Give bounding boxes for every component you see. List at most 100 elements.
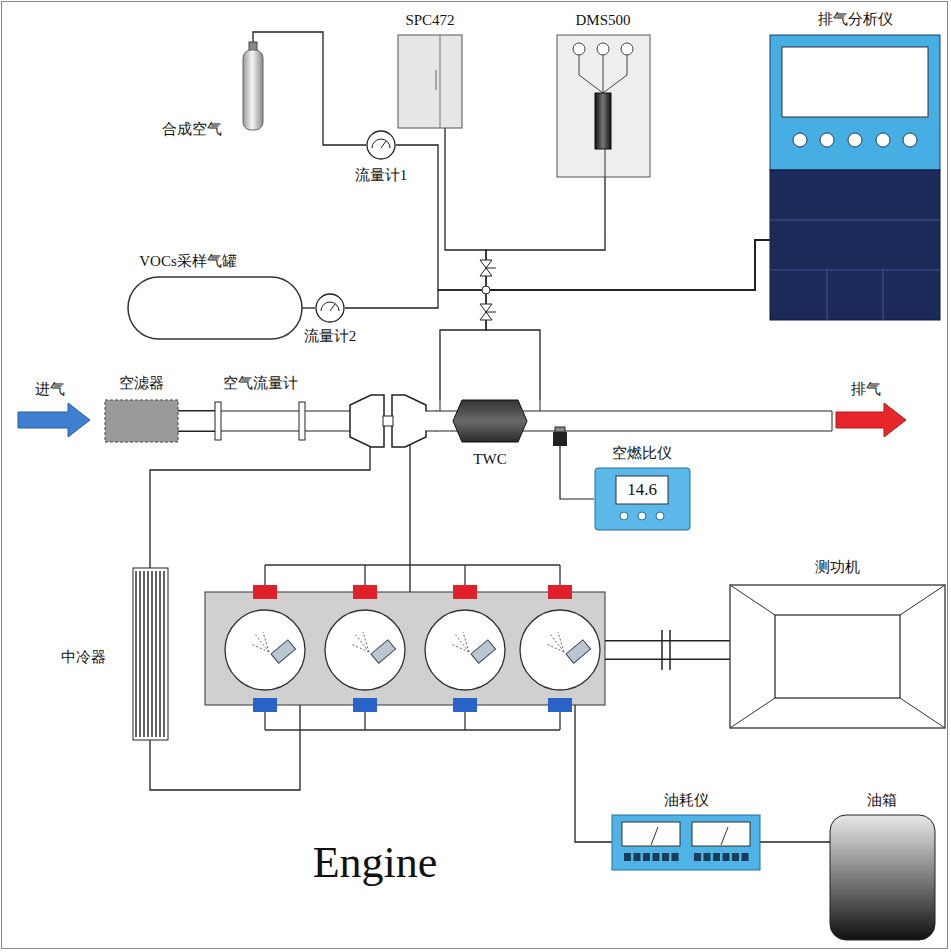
panel-divider: [770, 220, 940, 221]
engine-block: [205, 592, 605, 705]
node-shape: [215, 402, 305, 440]
equipment-label: SPC472: [405, 11, 454, 29]
node-outline: [242, 42, 264, 130]
intake-port: [453, 698, 477, 712]
fuel-spray: [550, 634, 564, 652]
manifold-runner: [364, 565, 365, 585]
pipe-wall: [305, 411, 353, 412]
cabinet-body: [398, 35, 462, 128]
cooler-fin: [155, 571, 156, 737]
sensor-cap: [555, 427, 565, 432]
outlet-tube: [605, 149, 606, 177]
key-cell: [662, 853, 669, 861]
node-shape: [367, 131, 395, 159]
port-circle: [597, 43, 609, 55]
analyzer-button: [793, 133, 807, 147]
node-outline: [205, 592, 605, 705]
line-connector: [486, 240, 770, 400]
housing-edge: [730, 585, 775, 615]
intake-arrow: [18, 403, 90, 437]
panel-divider: [883, 270, 884, 320]
pipe-wall: [305, 431, 353, 432]
equipment-node: 合成空气: [242, 42, 264, 130]
equipment-label: TWC: [473, 450, 506, 468]
key-cell: [672, 853, 679, 861]
door-handle: [436, 70, 437, 90]
manifold-runner: [264, 712, 265, 730]
fuel-spray: [546, 644, 564, 652]
node-shape: [205, 585, 605, 712]
sample-tap: [440, 400, 441, 411]
node-outline: [128, 277, 302, 339]
analyzer-button: [820, 133, 834, 147]
cylinder: [425, 610, 505, 690]
analyzer-button: [876, 133, 890, 147]
dyno-core: [775, 615, 900, 698]
gas-bottle: [243, 50, 263, 130]
analyzer-button: [903, 133, 917, 147]
coupling-flange: [661, 630, 663, 670]
fuel-spray: [351, 644, 369, 652]
analyzer-button: [848, 133, 862, 147]
sensor-lead: [560, 446, 594, 499]
node-shape: [436, 400, 544, 442]
valve-stem: [486, 312, 496, 313]
dial-arc: [372, 139, 390, 148]
housing-edge: [900, 698, 945, 728]
equipment-node: 中冷器: [133, 568, 168, 740]
equipment-label: 流量计1: [355, 166, 408, 184]
manifold-rail: [265, 729, 560, 730]
node-outline: [730, 585, 945, 728]
node-shape: [133, 568, 168, 740]
sample-tap: [540, 400, 541, 411]
pipe-connector: [178, 410, 215, 432]
node-outline: [105, 400, 178, 442]
manifold-runner: [364, 712, 365, 730]
fuel-injector: [271, 640, 296, 663]
flowmeter-dial: [316, 294, 344, 322]
fuel-spray: [355, 634, 369, 652]
equipment-label: 空燃比仪: [612, 444, 672, 462]
fuel-injector: [566, 640, 591, 663]
gauge-needle: [721, 827, 728, 845]
valve-stem: [486, 268, 496, 269]
line-connector: [150, 705, 300, 790]
equipment-node: SPC472: [398, 35, 462, 128]
fuel-tank: [830, 815, 935, 940]
compressor: [350, 395, 384, 447]
manifold-runner: [464, 565, 465, 585]
analyzer-top: [770, 35, 940, 170]
fuel-injector: [471, 640, 496, 663]
pipe-fill: [215, 411, 305, 431]
equipment-node: 测功机: [730, 585, 945, 728]
dial-needle: [330, 304, 335, 311]
catalyst-body: [453, 400, 527, 442]
flowmeter-dial: [367, 131, 395, 159]
equipment-label: VOCs采样气罐: [139, 252, 237, 270]
cooler-fin: [147, 571, 148, 737]
equipment-label: Engine: [313, 837, 438, 890]
flow-label: 进气: [35, 380, 65, 398]
sampling-valves: [480, 260, 496, 320]
line-connector: [253, 32, 366, 145]
manifold-runner: [559, 712, 560, 730]
cooler-fin: [151, 571, 152, 737]
key-cell: [713, 853, 720, 861]
afr-button: [638, 512, 646, 520]
node-shape: [730, 585, 945, 728]
manifold-runner: [464, 712, 465, 730]
node-outline: [215, 402, 305, 440]
fuel-spray: [255, 634, 269, 652]
intake-port: [353, 698, 377, 712]
node-shape: [105, 400, 178, 442]
cooler-fin: [143, 571, 144, 737]
pipe-wall: [544, 431, 832, 432]
equipment-node: VOCs采样气罐: [128, 277, 302, 339]
fuel-spray: [558, 632, 564, 652]
pipe-fill: [305, 411, 353, 431]
cabinet-door: [440, 35, 441, 128]
exhaust-port: [253, 585, 277, 599]
node-outline: [398, 35, 462, 128]
line-connector: [302, 307, 315, 308]
